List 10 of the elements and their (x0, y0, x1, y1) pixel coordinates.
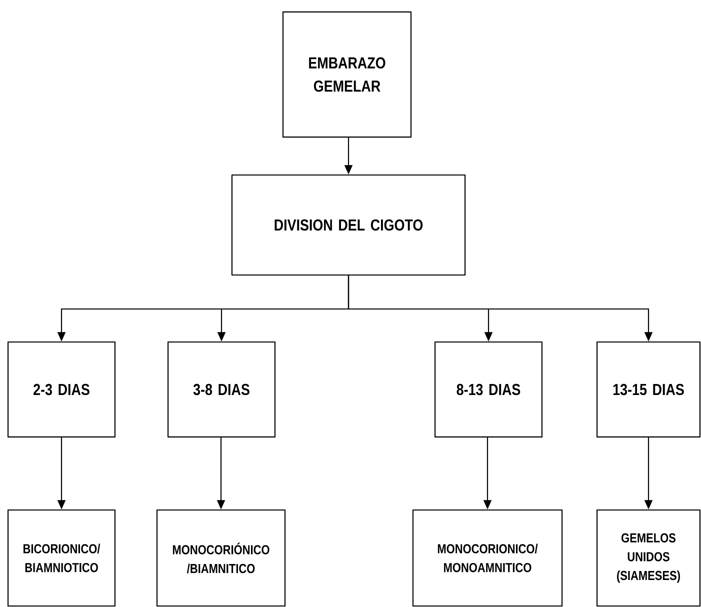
process-box: 3-8 DIAS (168, 342, 276, 438)
process-box: 13-15 DIAS (596, 342, 700, 438)
process-box: MONOCORIONICO/ MONOAMNITICO (412, 509, 563, 607)
process-box: BICORIONICO/ BIAMNIOTICO (8, 509, 116, 607)
process-box: 2-3 DIAS (8, 342, 116, 438)
process-box: EMBARAZO GEMELAR (282, 11, 412, 138)
process-box: MONOCORIÓNICO /BIAMNITICO (156, 509, 286, 607)
process-box: 8-13 DIAS (434, 342, 542, 438)
process-box: GEMELOS UNIDOS (SIAMESES) (596, 509, 700, 607)
process-box: DIVISION DEL CIGOTO (231, 174, 466, 276)
